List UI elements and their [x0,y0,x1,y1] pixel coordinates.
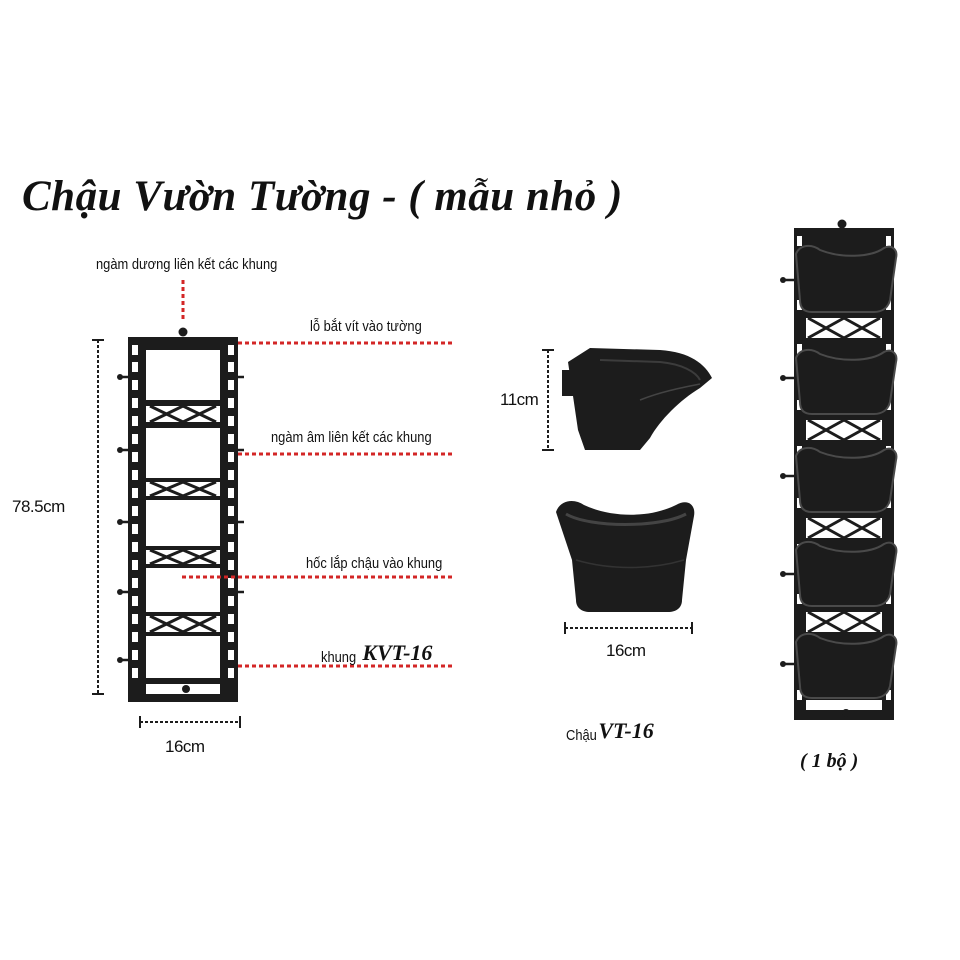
frame-code: KVT-16 [362,640,433,665]
pot-side-view [562,348,712,450]
frame-prefix: khung [321,649,357,666]
dimension-lines [97,340,692,723]
pot-code: VT-16 [598,718,654,743]
pot-height-label: 11cm [500,390,539,409]
pot-width-label: 16cm [606,641,646,660]
label-pot-slot: hốc lắp chậu vào khung [306,555,443,572]
pot-front-view [556,500,695,612]
full-set-assembly [780,219,898,720]
frame-width-label: 16cm [165,737,205,756]
set-label: ( 1 bộ ) [800,750,859,772]
leader-lines [181,280,455,668]
label-frame: khung KVT-16 [321,640,432,666]
pot-prefix: Chậu [566,727,597,744]
label-male-joint: ngàm dương liên kết các khung [96,256,278,273]
pot-label: Chậu VT-16 [566,718,654,744]
page-title: Chậu Vườn Tường - ( mẫu nhỏ ) [22,173,623,220]
label-screw-hole: lỗ bắt vít vào tường [310,318,422,335]
label-female-joint: ngàm âm liên kết các khung [271,429,432,446]
frame-height-label: 78.5cm [12,497,65,516]
frame-kvt16 [117,327,244,702]
